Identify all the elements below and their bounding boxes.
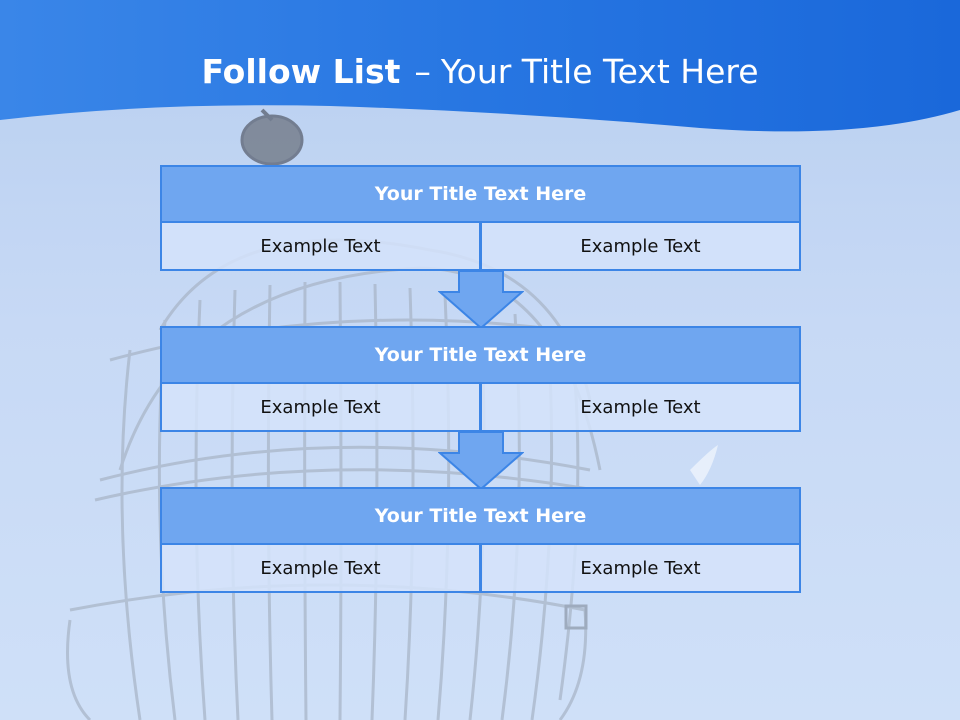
title-rest: Your Title Text Here bbox=[440, 52, 759, 91]
step-3: Your Title Text Here Example Text Exampl… bbox=[160, 487, 801, 593]
down-arrow-icon bbox=[438, 270, 524, 330]
step-title: Your Title Text Here bbox=[160, 487, 801, 545]
slide-title: Follow List–Your Title Text Here bbox=[0, 52, 960, 91]
down-arrow-icon bbox=[438, 431, 524, 491]
step-cell-right: Example Text bbox=[480, 382, 801, 432]
step-cell-left: Example Text bbox=[160, 382, 481, 432]
step-2: Your Title Text Here Example Text Exampl… bbox=[160, 326, 801, 432]
title-bold: Follow List bbox=[201, 52, 401, 91]
step-cell-right: Example Text bbox=[480, 221, 801, 271]
step-cell-left: Example Text bbox=[160, 221, 481, 271]
step-title: Your Title Text Here bbox=[160, 165, 801, 223]
step-cell-left: Example Text bbox=[160, 543, 481, 593]
step-title: Your Title Text Here bbox=[160, 326, 801, 384]
step-cell-right: Example Text bbox=[480, 543, 801, 593]
step-1: Your Title Text Here Example Text Exampl… bbox=[160, 165, 801, 271]
header-band bbox=[0, 0, 960, 132]
title-separator: – bbox=[414, 52, 431, 91]
